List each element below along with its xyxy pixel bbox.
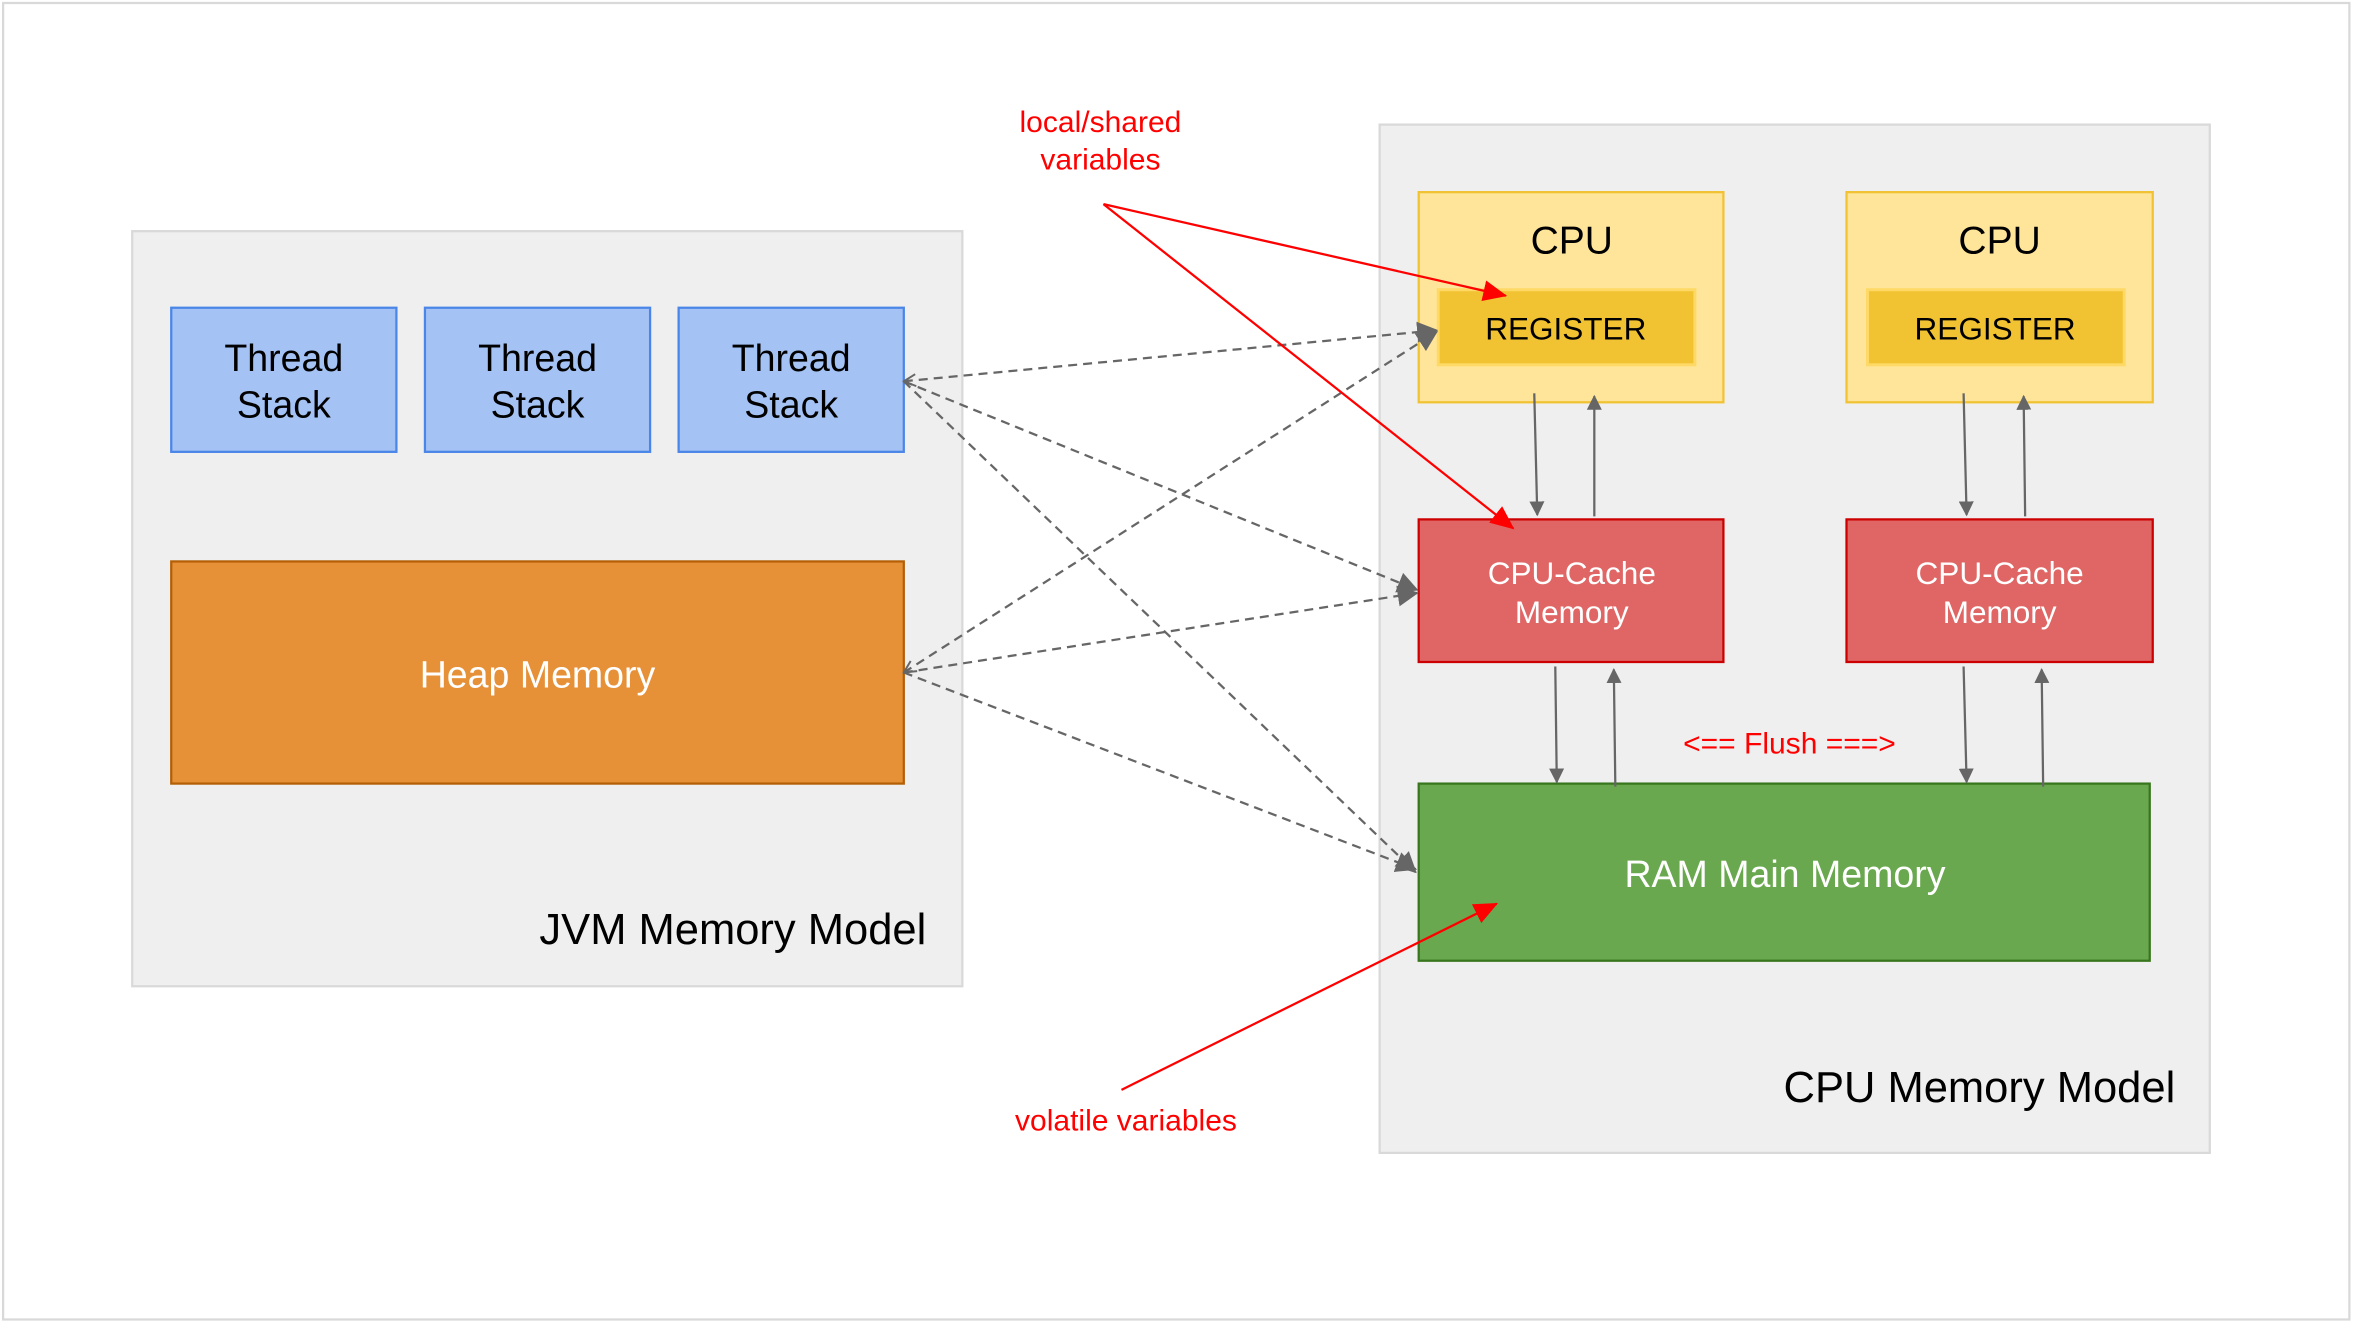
thread-stack-label: Stack	[491, 383, 585, 425]
cache-label: Memory	[1943, 594, 2057, 630]
thread-to-cache-connector	[903, 380, 1419, 593]
heap-to-cache-connector	[903, 585, 1419, 674]
thread-stack-label: Thread	[478, 337, 597, 379]
local-shared-label: local/shared	[1020, 106, 1182, 139]
cpu-label: CPU	[1958, 220, 2040, 263]
cpu-cache-2: CPU-Cache Memory	[1845, 518, 2154, 664]
cpu-2: CPU REGISTER	[1845, 191, 2154, 404]
jvm-panel-title: JVM Memory Model	[539, 906, 926, 954]
thread-stack-3: Thread Stack	[677, 306, 905, 453]
cpu-panel-title: CPU Memory Model	[1784, 1064, 2176, 1112]
local-shared-label: variables	[1040, 144, 1160, 177]
heap-memory-label: Heap Memory	[420, 654, 656, 696]
register-1	[1436, 288, 1697, 367]
cpu-cache-1: CPU-Cache Memory	[1417, 518, 1725, 664]
local-shared-to-cache-arrow	[1102, 203, 1515, 530]
volatile-label: volatile variables	[1015, 1104, 1237, 1137]
cpu-internal-connectors	[1529, 393, 2050, 787]
cache-to-ram-arrow	[1549, 666, 1565, 784]
thread-stack-label: Thread	[224, 337, 343, 379]
heap-to-register-connector	[904, 330, 1437, 673]
ram-to-cache-arrow	[2034, 668, 2050, 787]
flush-label: <== Flush ===>	[1683, 728, 1896, 761]
cache-to-ram-arrow	[1958, 666, 1974, 784]
ram-to-cache-arrow	[1606, 668, 1622, 787]
ram-main-memory: RAM Main Memory	[1417, 782, 2151, 962]
heap-memory: Heap Memory	[170, 560, 905, 785]
volatile-to-ram-arrow	[1120, 902, 1499, 1091]
heap-to-ram-connector	[903, 671, 1418, 872]
cache-label: CPU-Cache	[1916, 555, 2084, 591]
annotations: local/shared variables volatile variable…	[1015, 106, 1515, 1137]
cpu-memory-model-panel: CPU REGISTER CPU REGISTER CPU-Cache Memo…	[1378, 123, 2211, 1154]
jvm-to-cpu-connectors	[903, 330, 1437, 874]
cache-label: Memory	[1515, 594, 1629, 630]
cache-label: CPU-Cache	[1488, 555, 1656, 591]
jvm-memory-model-panel: Thread Stack Thread Stack Thread Stack H…	[131, 230, 964, 988]
register-label: REGISTER	[1915, 310, 2076, 346]
thread-stack-label: Stack	[744, 383, 838, 425]
local-shared-to-register-arrow	[1103, 203, 1508, 301]
cpu-label: CPU	[1531, 220, 1613, 263]
register-2	[1866, 288, 2126, 367]
thread-stack-2: Thread Stack	[423, 306, 652, 453]
register-to-cache-arrow	[1958, 393, 1974, 517]
cpu-1: CPU REGISTER	[1417, 191, 1725, 404]
register-label: REGISTER	[1485, 310, 1646, 346]
thread-to-ram-connector	[903, 380, 1417, 874]
thread-stack-label: Thread	[732, 337, 851, 379]
register-to-cache-arrow	[1529, 393, 1545, 517]
ram-label: RAM Main Memory	[1624, 853, 1945, 895]
thread-stack-label: Stack	[237, 383, 331, 425]
thread-stack-1: Thread Stack	[170, 306, 398, 453]
cache-to-register-arrow	[2016, 394, 2032, 517]
